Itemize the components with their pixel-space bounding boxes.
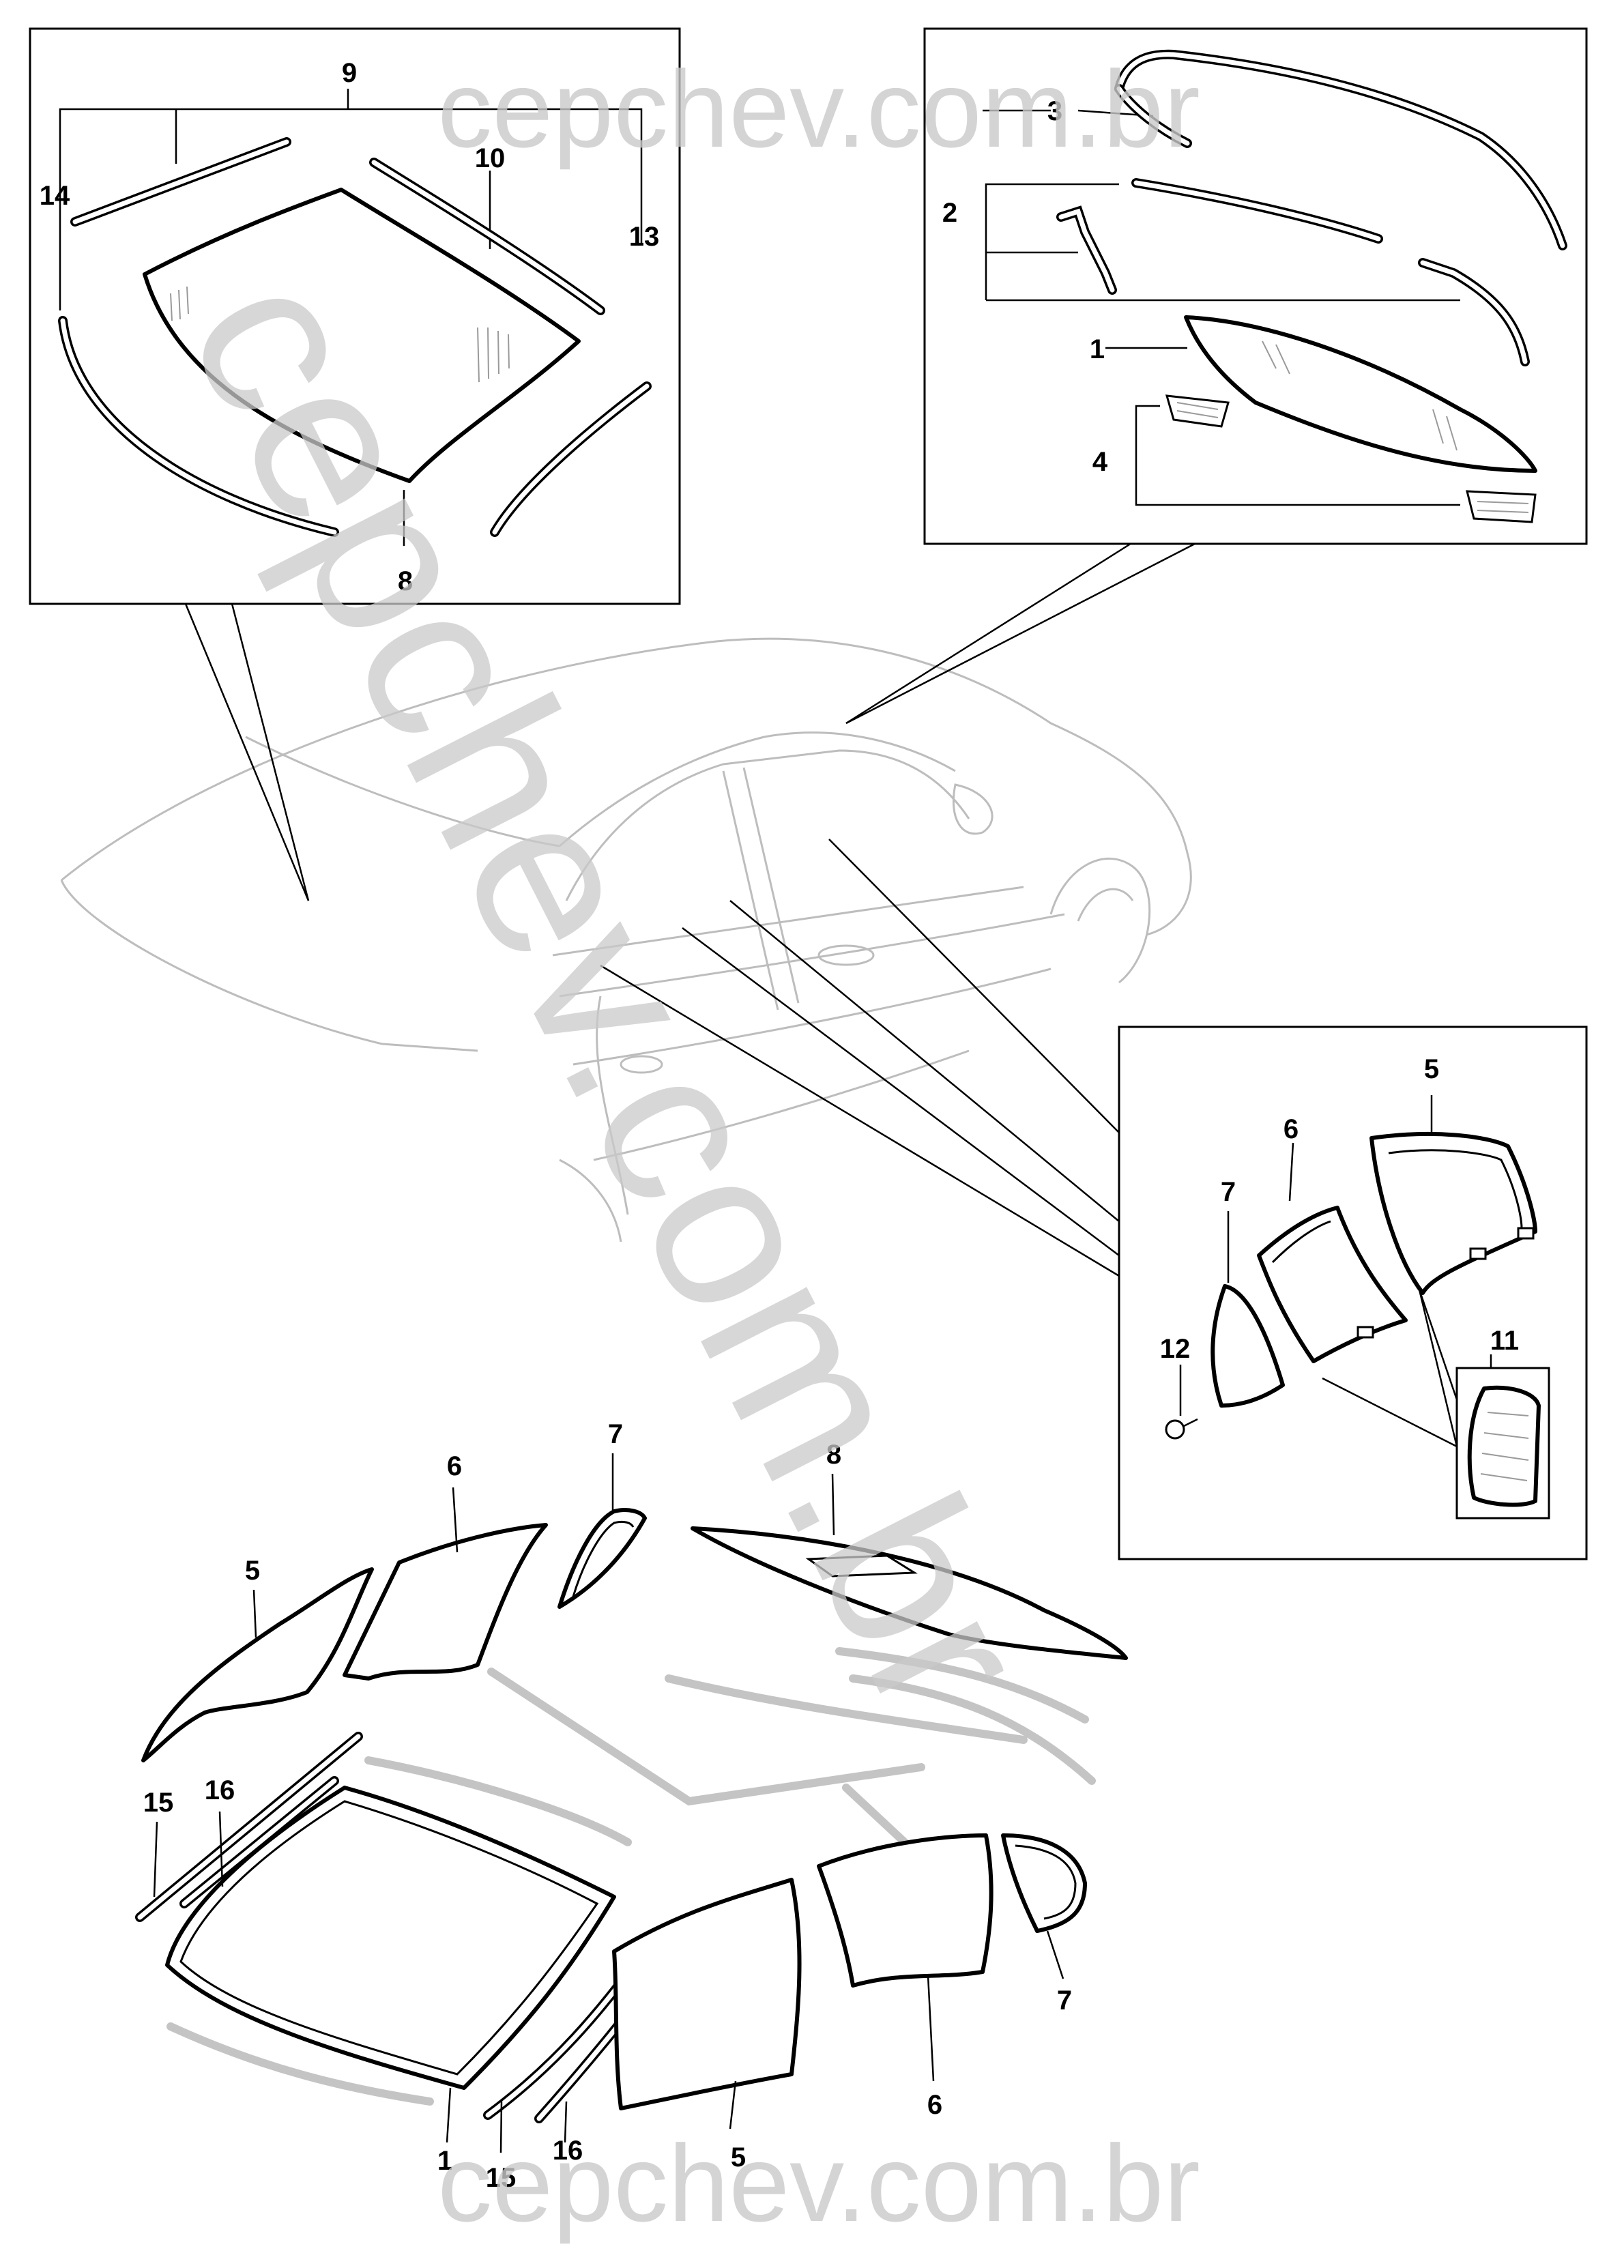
watermark-top: cepchev.com.br <box>437 48 1200 170</box>
callout-8: 8 <box>398 566 413 596</box>
callout-4: 4 <box>1092 447 1108 477</box>
callout-16-exploded-bottom: 16 <box>553 2136 583 2166</box>
callout-5-exploded-bottom: 5 <box>731 2142 746 2172</box>
car-leader-lines <box>184 541 1198 1277</box>
callout-7-side: 7 <box>1221 1177 1236 1207</box>
callout-10: 10 <box>475 143 506 173</box>
callout-1-exploded: 1 <box>437 2146 452 2176</box>
callout-15-exploded-bottom: 15 <box>486 2163 517 2193</box>
callout-8-exploded: 8 <box>826 1440 841 1470</box>
exploded-glass-set: 7 6 8 5 15 16 7 6 5 1 15 16 <box>135 1419 1128 2193</box>
callout-12: 12 <box>1160 1334 1191 1364</box>
callout-5-exploded-top: 5 <box>245 1556 260 1586</box>
callout-3: 3 <box>1047 96 1062 126</box>
box-windshield: 9 10 13 14 8 <box>29 27 681 605</box>
callout-5-side: 5 <box>1424 1054 1439 1084</box>
callout-1: 1 <box>1090 334 1105 364</box>
callout-15-exploded-left: 15 <box>143 1788 174 1818</box>
callout-13: 13 <box>629 222 660 252</box>
box-side-windows: 5 6 7 11 12 <box>1118 1026 1588 1560</box>
callout-11: 11 <box>1490 1326 1519 1356</box>
watermark-bottom: cepchev.com.br <box>437 2122 1200 2244</box>
callout-7-exploded-top: 7 <box>608 1419 623 1449</box>
callout-2: 2 <box>942 198 957 228</box>
callout-6-side: 6 <box>1284 1114 1299 1144</box>
callout-6-exploded-bottom: 6 <box>927 2090 942 2120</box>
callout-9: 9 <box>342 58 357 88</box>
callout-7-exploded-right: 7 <box>1057 1986 1072 2016</box>
callout-16-exploded-left: 16 <box>205 1775 235 1805</box>
callout-14: 14 <box>40 181 70 211</box>
box-rear-window: 3 2 1 4 <box>923 27 1588 545</box>
car-body-outline <box>60 637 1192 1242</box>
callout-6-exploded-top: 6 <box>447 1451 462 1481</box>
